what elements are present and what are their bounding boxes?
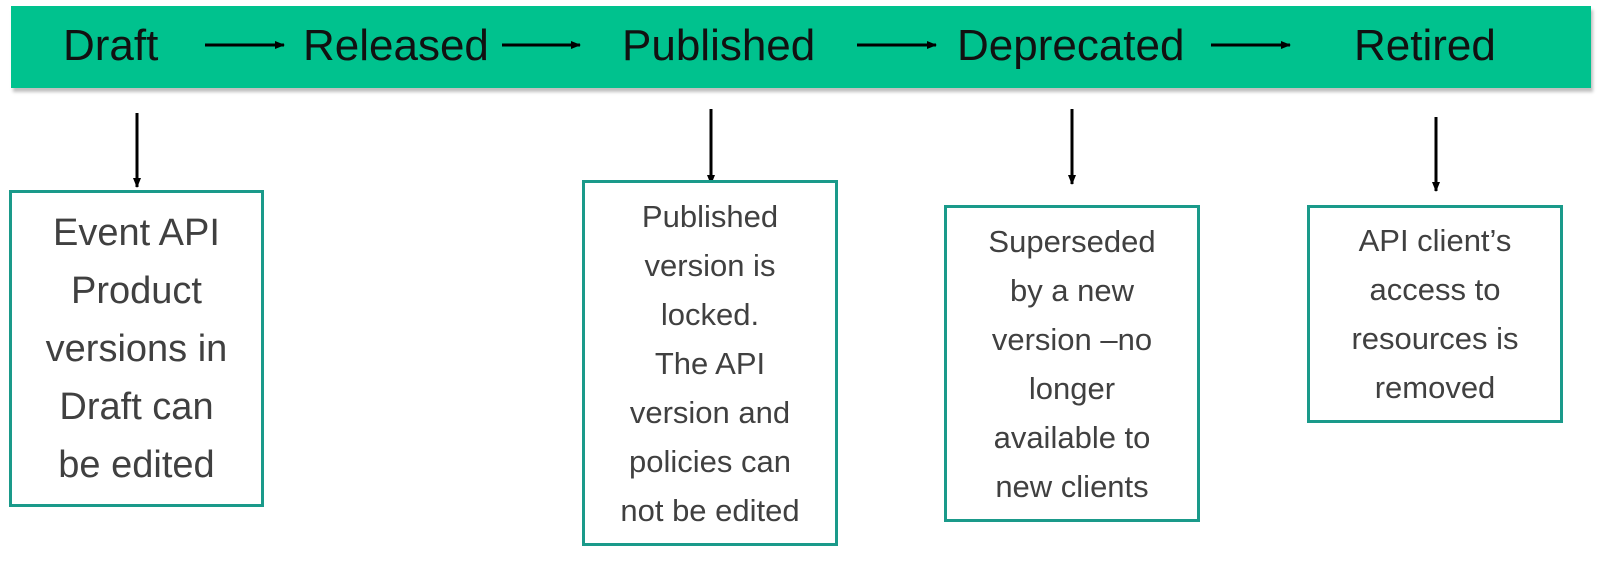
note-published-text: Published version is locked. The API ver… — [620, 198, 800, 528]
stage-published: Published — [622, 21, 816, 70]
stage-deprecated: Deprecated — [957, 21, 1185, 70]
lifecycle-banner — [11, 6, 1591, 88]
note-draft: Event API Product versions in Draft can … — [9, 190, 264, 507]
note-retired: API client’s access to resources is remo… — [1307, 205, 1563, 423]
note-published: Published version is locked. The API ver… — [582, 180, 838, 546]
stage-retired: Retired — [1354, 21, 1496, 70]
stage-released: Released — [303, 21, 489, 70]
note-retired-text: API client’s access to resources is remo… — [1351, 223, 1519, 405]
note-draft-text: Event API Product versions in Draft can … — [45, 211, 228, 486]
stage-draft: Draft — [63, 21, 159, 70]
note-deprecated: Superseded by a new version –no longer a… — [944, 205, 1200, 522]
note-deprecated-text: Superseded by a new version –no longer a… — [988, 223, 1156, 504]
